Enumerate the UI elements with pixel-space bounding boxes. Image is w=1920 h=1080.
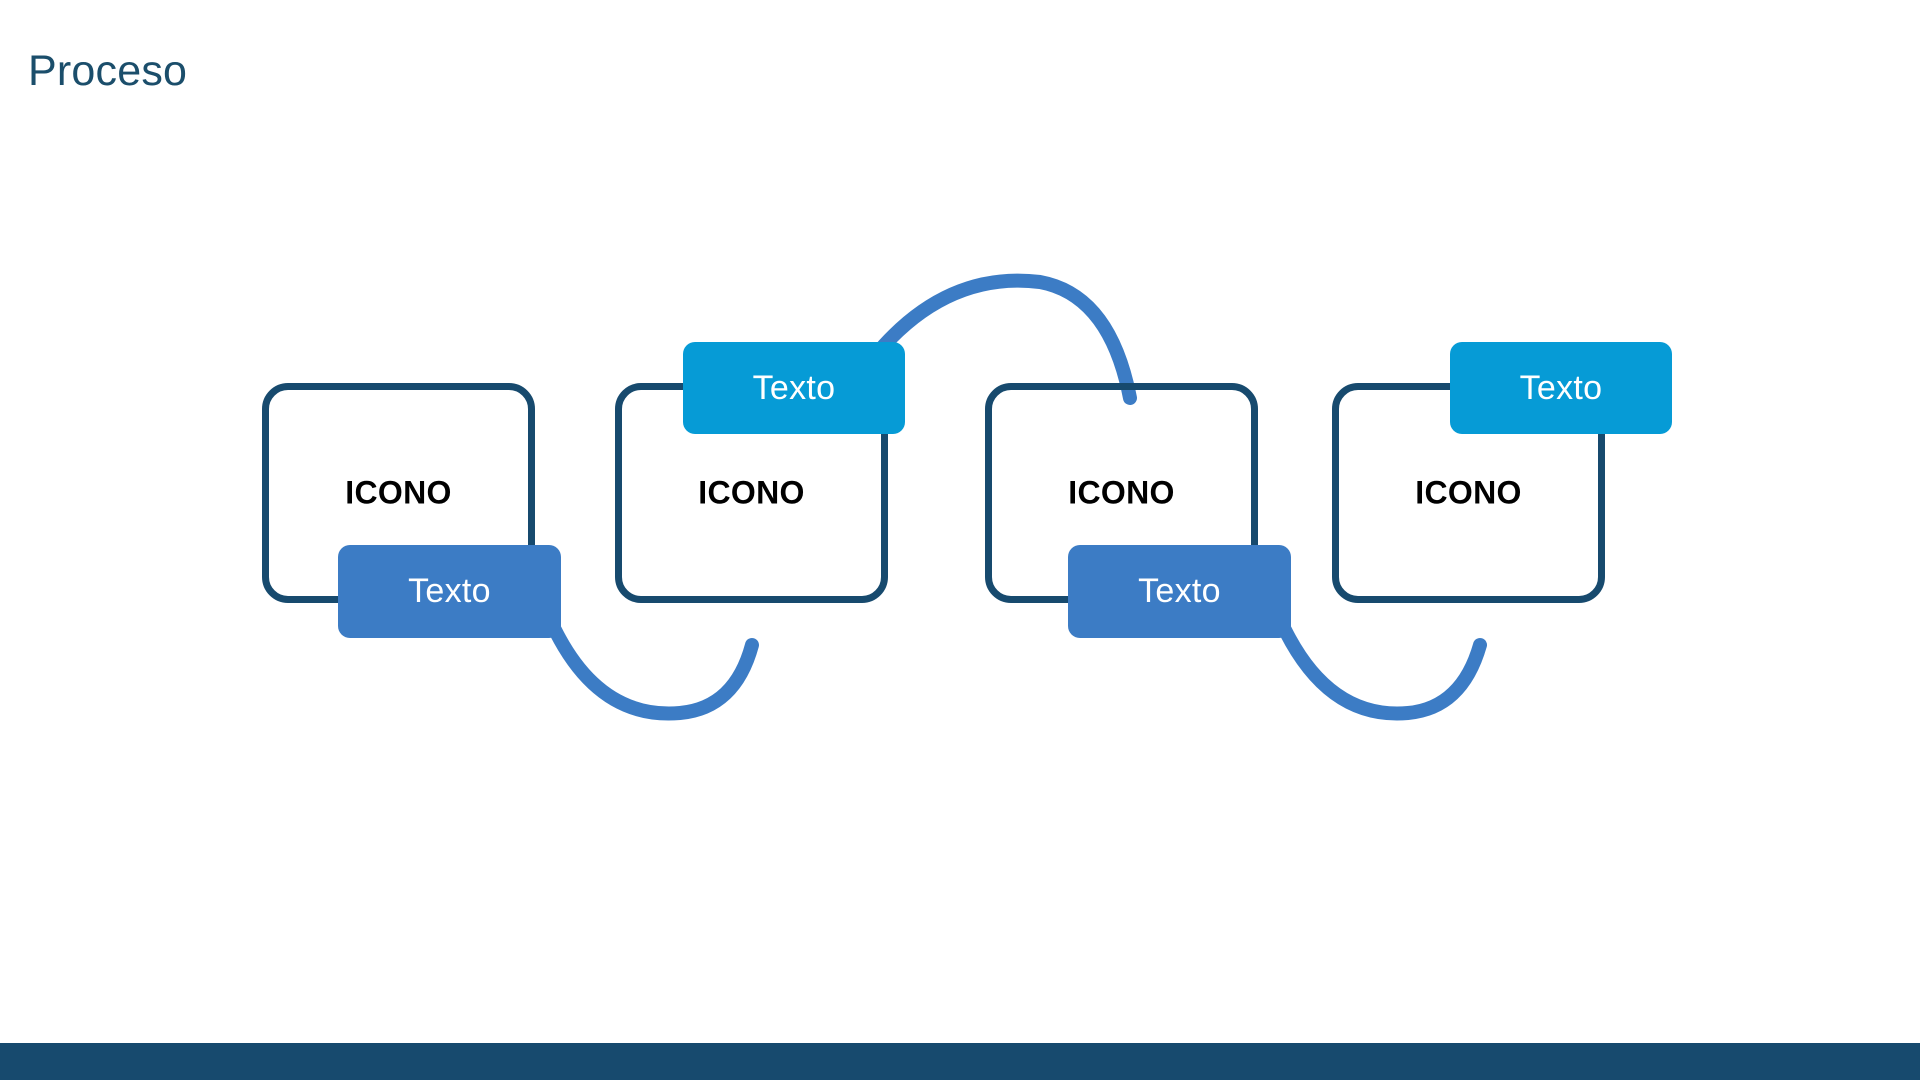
- process-card-3-label: ICONO: [1068, 474, 1175, 511]
- footer-bar: [0, 1043, 1920, 1080]
- process-card-4-label: ICONO: [1415, 474, 1522, 511]
- process-chip-1[interactable]: Texto: [338, 545, 561, 638]
- process-chip-3[interactable]: Texto: [1068, 545, 1291, 638]
- process-card-2-label: ICONO: [698, 474, 805, 511]
- connector-arc-1: [548, 623, 759, 721]
- page-title: Proceso: [28, 47, 188, 95]
- process-chip-2[interactable]: Texto: [683, 342, 905, 434]
- process-chip-4[interactable]: Texto: [1450, 342, 1672, 434]
- connector-arc-3: [1278, 623, 1487, 721]
- process-card-1-label: ICONO: [345, 474, 452, 511]
